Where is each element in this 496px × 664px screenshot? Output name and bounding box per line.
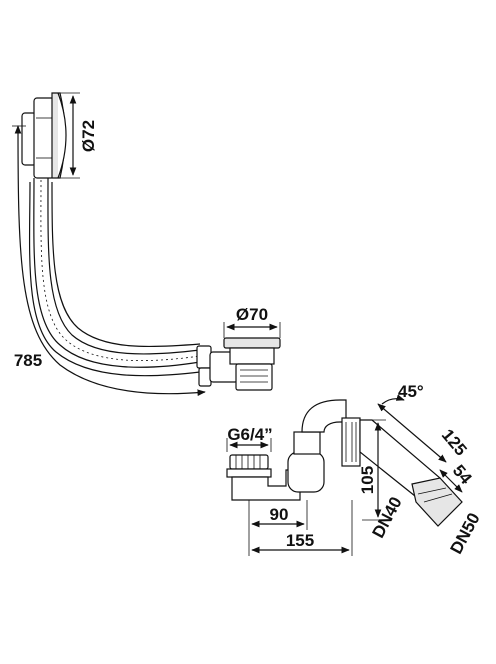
- dimension-90: 90: [248, 500, 308, 530]
- label-d72: Ø72: [79, 120, 98, 152]
- dimension-155: 155: [248, 500, 353, 556]
- label-dn40: DN40: [369, 494, 406, 541]
- dimension-785: 785: [12, 125, 206, 397]
- label-785: 785: [14, 351, 42, 370]
- flexible-hose: [28, 177, 201, 377]
- label-90: 90: [270, 505, 289, 524]
- label-155: 155: [286, 531, 314, 550]
- dimension-g64: G6/4”: [226, 425, 273, 452]
- siphon-trap: [226, 399, 463, 527]
- label-d70: Ø70: [236, 305, 268, 324]
- label-g64: G6/4”: [227, 425, 272, 444]
- overflow-head: [21, 92, 67, 179]
- waste-valve: [196, 337, 281, 391]
- dimension-d70: Ø70: [223, 305, 281, 338]
- label-125: 125: [438, 425, 471, 459]
- label-54: 54: [449, 461, 476, 488]
- dimension-45: 45°: [381, 382, 424, 405]
- dimension-105: 105: [358, 419, 386, 521]
- label-dn50: DN50: [447, 510, 484, 557]
- label-105: 105: [358, 466, 377, 494]
- label-45deg: 45°: [398, 382, 424, 401]
